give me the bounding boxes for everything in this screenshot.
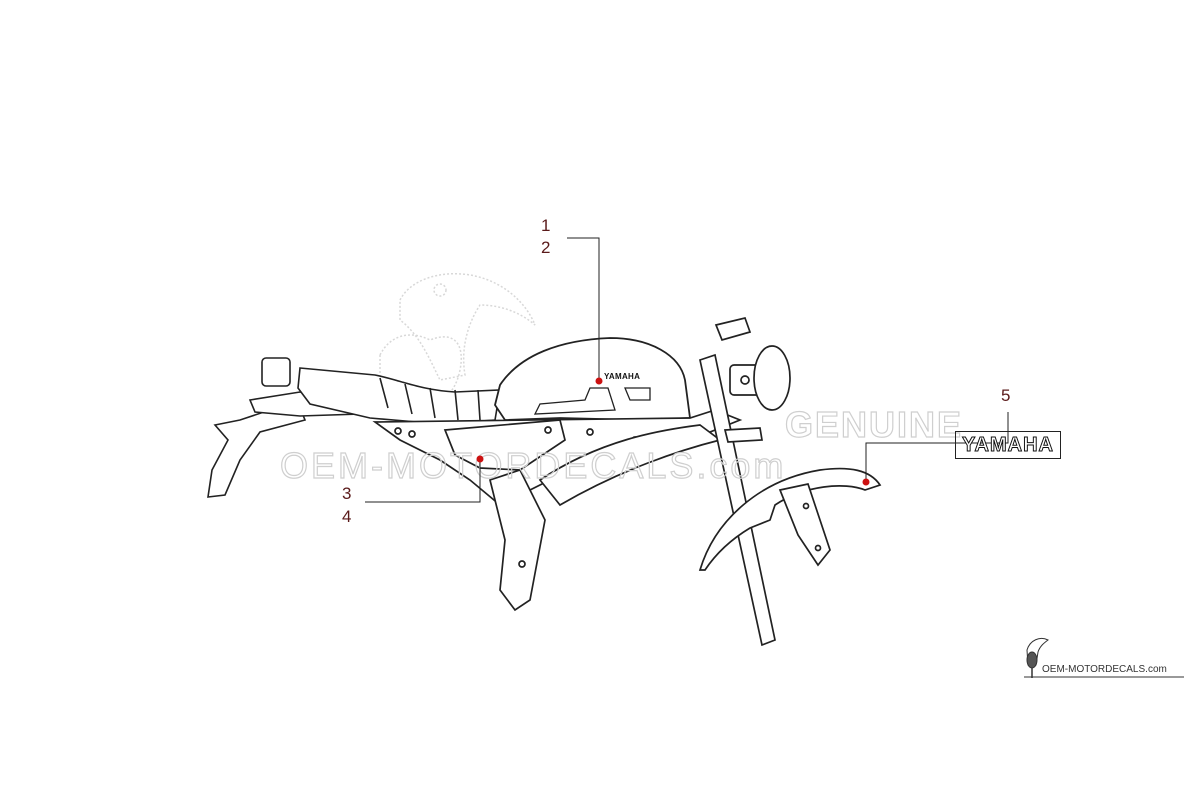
leader-line-1-2 xyxy=(567,237,600,380)
watermark-genuine: GENUINE xyxy=(785,404,963,445)
marker-3-4 xyxy=(476,455,484,463)
watermark-site: OEM-MOTORDECALS.com xyxy=(280,445,786,486)
leader-lines xyxy=(365,237,1009,503)
leader-line-5 xyxy=(865,412,1009,481)
fender-decal-text: YAMAHA xyxy=(962,433,1054,456)
callout-1: 1 xyxy=(541,216,551,235)
marker-1-2 xyxy=(595,377,603,385)
front-fender xyxy=(698,467,882,571)
seat xyxy=(297,367,501,425)
callout-2: 2 xyxy=(541,238,551,257)
main-frame xyxy=(372,409,743,612)
leader-line-3-4 xyxy=(365,459,481,503)
tank-decal-label: YAMAHA xyxy=(604,372,641,381)
front-fork-headlight xyxy=(699,316,791,647)
watermark-bird-logo xyxy=(379,273,536,406)
brand-logo-icon xyxy=(1026,637,1049,678)
fuel-tank xyxy=(494,337,692,421)
brand-text: OEM-MOTORDECALS.com xyxy=(1042,664,1167,675)
callout-5: 5 xyxy=(1001,386,1011,405)
location-markers xyxy=(476,377,870,486)
callout-3: 3 xyxy=(342,484,352,503)
fender-decal-box: YAMAHA xyxy=(955,431,1061,459)
callout-4: 4 xyxy=(342,507,352,526)
marker-5 xyxy=(862,478,870,486)
